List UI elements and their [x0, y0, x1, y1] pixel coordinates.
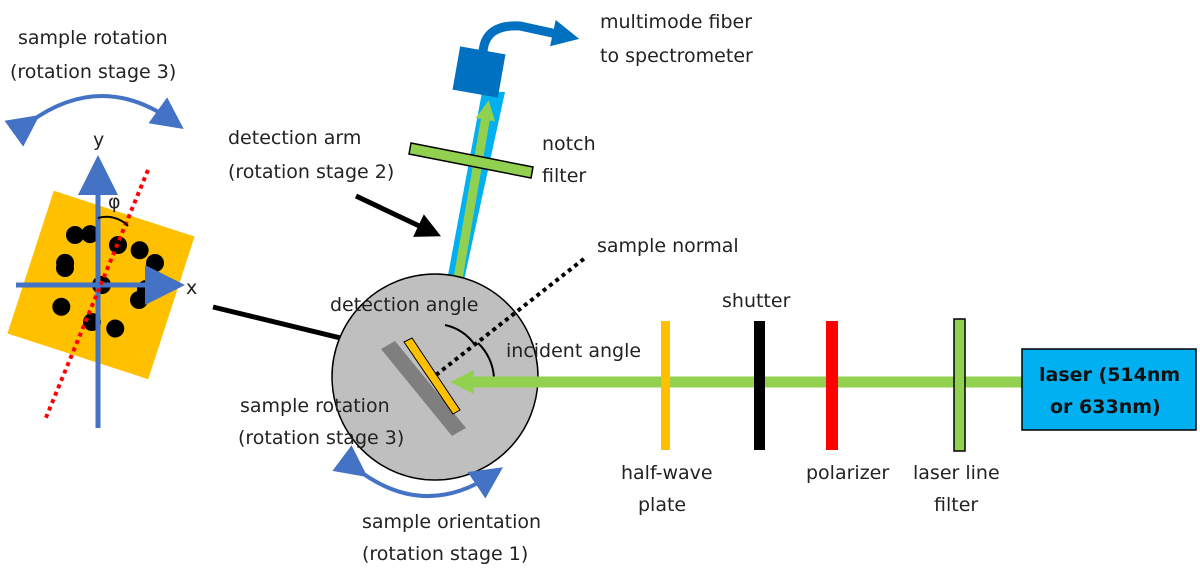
fiber-label-1: multimode fiber: [600, 11, 752, 33]
notch-filter-label-2: filter: [542, 165, 586, 187]
sample-orientation-arrow: [332, 445, 503, 499]
incident-angle-label: incident angle: [506, 340, 641, 362]
fiber-label-2: to spectrometer: [600, 45, 753, 67]
sample-dot: [130, 291, 148, 309]
shutter-label: shutter: [722, 290, 791, 312]
detection-arm-label-1: detection arm: [228, 127, 361, 149]
detection-angle-label: detection angle: [330, 294, 478, 316]
sample-orientation-label-2: (rotation stage 1): [362, 543, 528, 565]
notch-filter: [408, 142, 534, 179]
sample-dot: [81, 225, 100, 244]
sample-dot: [52, 297, 71, 316]
sample-rotation-schematic: sample rotation (rotation stage 3) y x φ: [4, 27, 197, 428]
sample-surface: [403, 337, 461, 415]
fiber-connector: [452, 46, 506, 98]
polarizer: [826, 321, 838, 450]
sample-rotation-bottom-label-2: (rotation stage 3): [238, 427, 404, 449]
sample-rotation-arrow-top: [4, 94, 184, 147]
half-wave-plate-label-1: half-wave: [621, 462, 713, 484]
sample-dot: [146, 254, 164, 272]
sample-dot: [56, 259, 74, 277]
shutter: [754, 321, 765, 450]
half-wave-plate: [661, 321, 670, 450]
laser-line-filter-label-2: filter: [934, 494, 978, 516]
laser-line-filter: [953, 318, 966, 452]
sample-rotation-top-label-2: (rotation stage 3): [10, 61, 176, 83]
phi-label: φ: [108, 191, 121, 213]
sample-holder: [381, 341, 466, 436]
notch-filter-label-1: notch: [542, 133, 596, 155]
laser-label-2: or 633nm): [1050, 396, 1161, 418]
sample-dot: [66, 226, 84, 244]
laser-source: laser (514nm or 633nm): [1021, 348, 1197, 431]
axis-x-label: x: [186, 277, 197, 299]
incident-angle-arc: [477, 342, 495, 379]
sample-dot: [106, 319, 125, 338]
phi-angle-arc: [97, 215, 129, 227]
detection-angle-arc: [444, 324, 476, 346]
sample-orientation-label-1: sample orientation: [362, 511, 541, 533]
laser-label-1: laser (514nm: [1039, 364, 1180, 386]
laser-box: [1021, 348, 1197, 431]
sample-dot: [130, 241, 149, 260]
sample-rotation-bottom-label-1: sample rotation: [240, 395, 390, 417]
half-wave-plate-label-2: plate: [638, 494, 686, 516]
axis-y-label: y: [93, 129, 104, 151]
sample-orientation-dotted-line: [43, 169, 150, 421]
laser-line-filter-label-1: laser line: [913, 462, 1000, 484]
sample-rotation-top-label-1: sample rotation: [18, 27, 168, 49]
sample-normal-label: sample normal: [597, 235, 739, 257]
polarizer-label: polarizer: [806, 462, 889, 484]
pointer-arrow-to-detection-arm: [354, 193, 442, 237]
detection-arm-label-2: (rotation stage 2): [228, 161, 394, 183]
multimode-fiber: [478, 19, 580, 53]
rotation-stage: [331, 256, 587, 499]
